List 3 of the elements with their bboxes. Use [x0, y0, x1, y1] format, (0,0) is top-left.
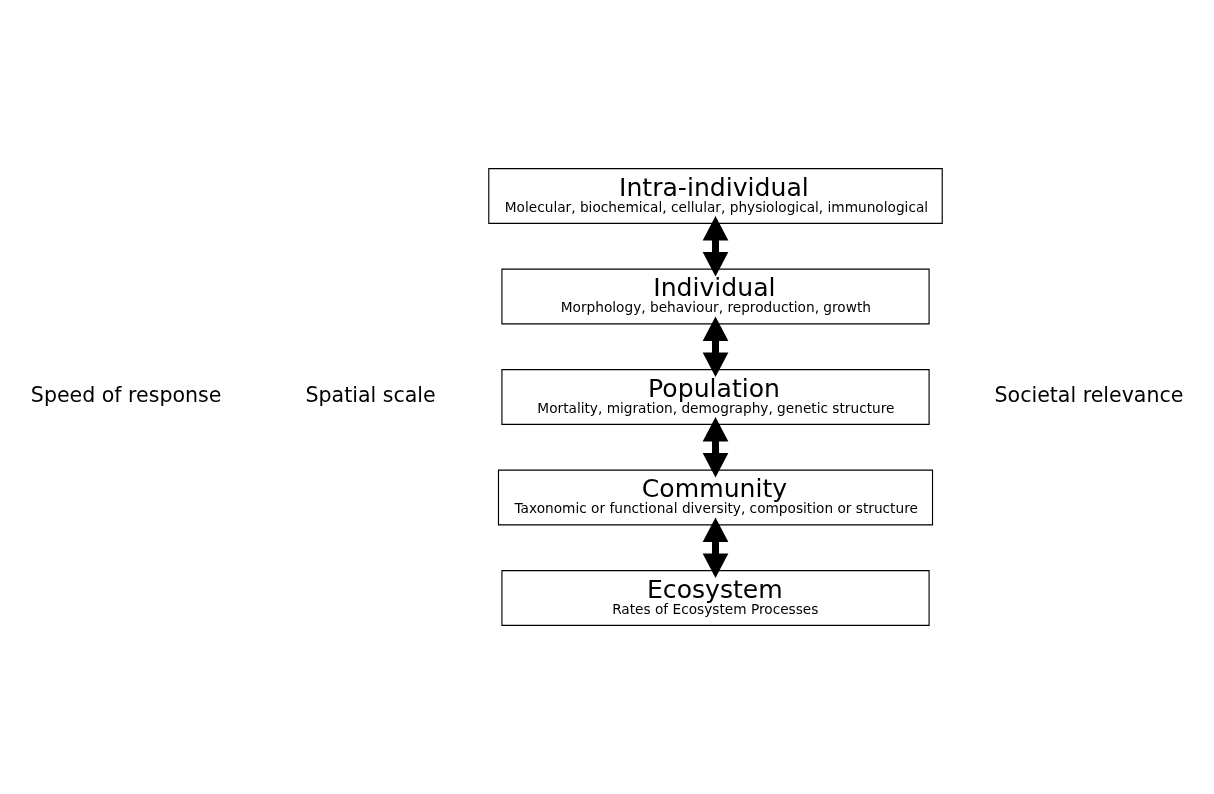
label: Speed of response: [30, 383, 222, 408]
label: Spatial scale: [305, 383, 436, 408]
label: Societal relevance: [994, 383, 1184, 408]
